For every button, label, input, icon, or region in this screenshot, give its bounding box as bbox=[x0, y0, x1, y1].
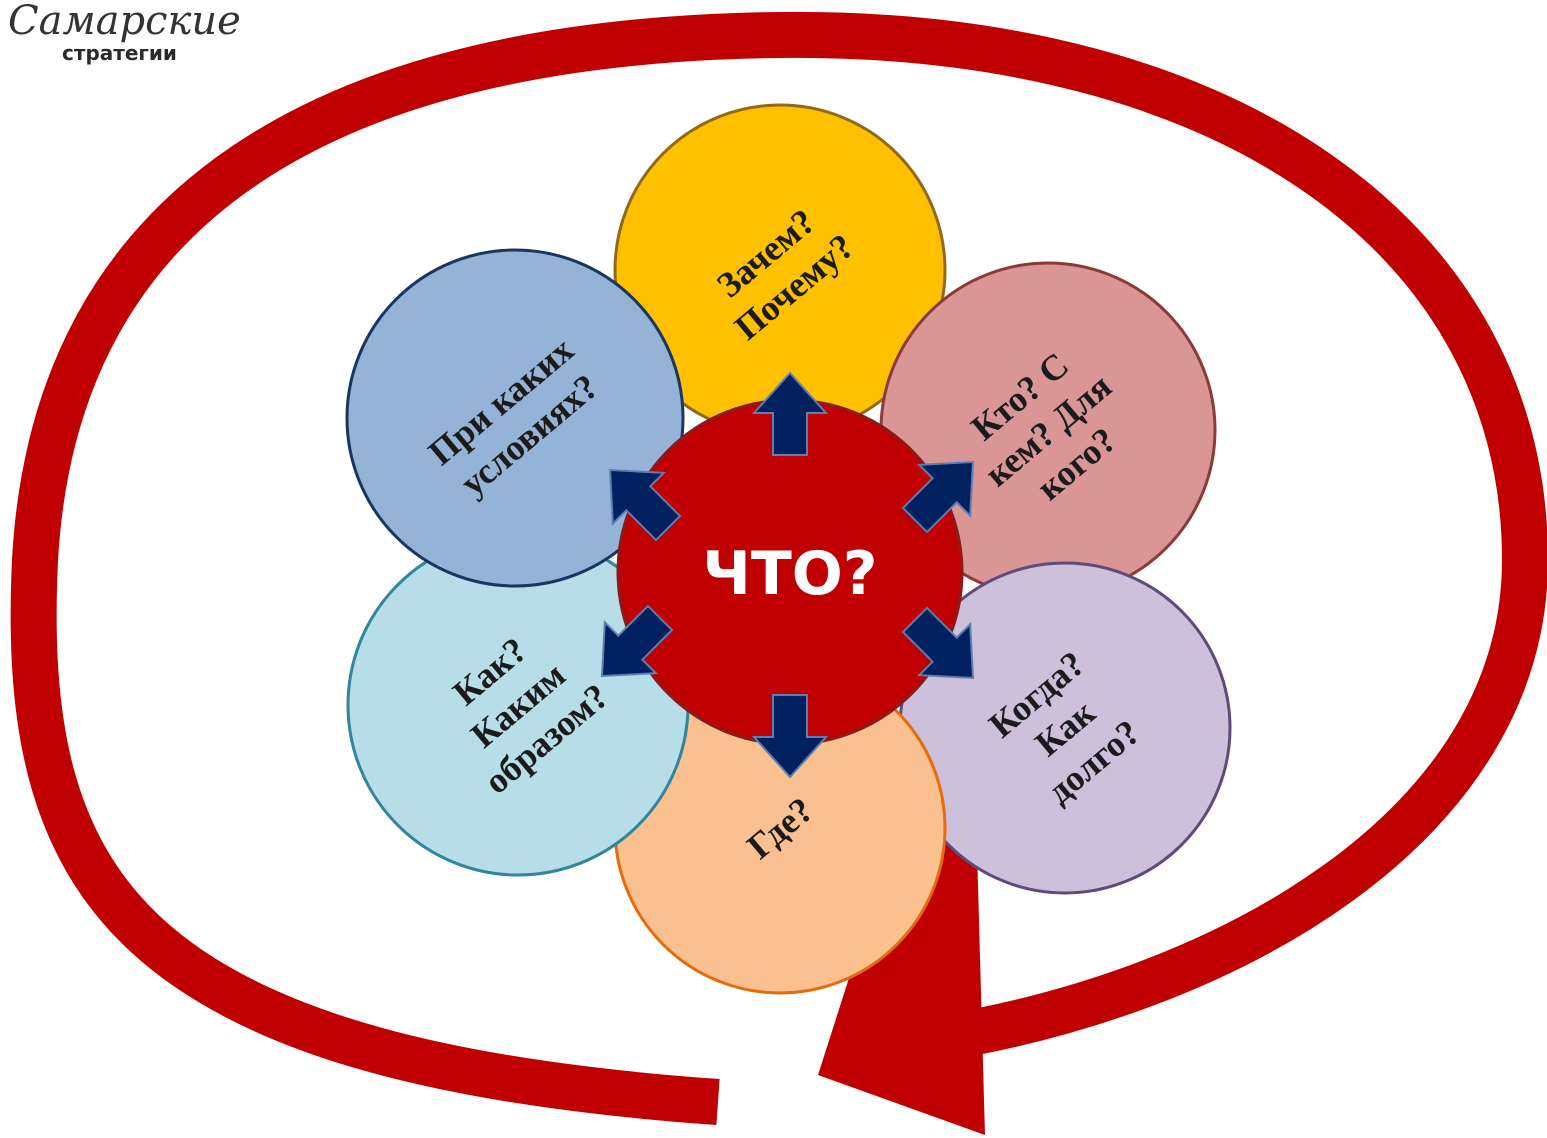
logo-subtitle: стратегии bbox=[62, 41, 177, 65]
direction-arrows bbox=[600, 371, 975, 779]
arrow-down bbox=[751, 694, 829, 779]
arrow-up-left bbox=[608, 468, 682, 542]
arrow-up-right bbox=[901, 460, 975, 534]
center-label: ЧТО? bbox=[702, 539, 877, 609]
logo-name: Самарские bbox=[8, 0, 241, 44]
logo: Самарские стратегии bbox=[8, 0, 241, 65]
petal-conditions-circle bbox=[345, 248, 685, 588]
arrow-down-left bbox=[600, 604, 674, 678]
arrow-down-right bbox=[901, 606, 975, 680]
cycle-arrow-line bbox=[10, 11, 1547, 1125]
arrow-up bbox=[751, 371, 829, 456]
